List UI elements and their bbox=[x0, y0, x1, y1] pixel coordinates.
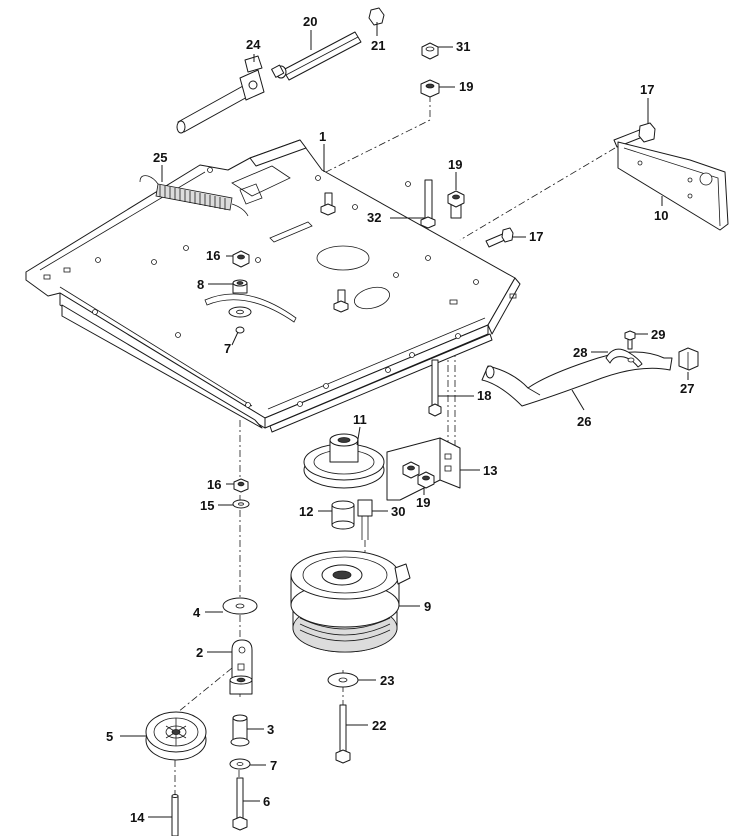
callout-16: 16 bbox=[207, 477, 221, 492]
part-5-idler-pulley bbox=[145, 711, 207, 761]
part-3-bushing bbox=[230, 714, 250, 747]
part-18-bolt bbox=[428, 359, 442, 417]
part-27-cap bbox=[678, 347, 699, 371]
callout-16: 16 bbox=[206, 248, 220, 263]
callout-25: 25 bbox=[153, 150, 167, 165]
part-28-clamp bbox=[605, 348, 643, 368]
callout-1: 1 bbox=[319, 129, 326, 144]
callout-22: 22 bbox=[372, 718, 386, 733]
callout-7: 7 bbox=[224, 341, 231, 356]
part-7-washer-lower bbox=[229, 758, 251, 770]
leader-lines bbox=[120, 22, 689, 818]
callout-24: 24 bbox=[246, 37, 261, 52]
callout-32: 32 bbox=[367, 210, 381, 225]
callout-21: 21 bbox=[371, 38, 385, 53]
callout-17: 17 bbox=[529, 229, 543, 244]
part-8-spacer bbox=[232, 279, 248, 294]
callout-28: 28 bbox=[573, 345, 587, 360]
part-25-spring bbox=[139, 175, 249, 217]
part-29-screw bbox=[624, 330, 636, 350]
callout-8: 8 bbox=[197, 277, 204, 292]
callout-29: 29 bbox=[651, 327, 665, 342]
callout-5: 5 bbox=[106, 729, 113, 744]
callout-11: 11 bbox=[353, 412, 367, 427]
part-24-lever bbox=[176, 55, 265, 134]
callout-4: 4 bbox=[193, 605, 201, 620]
part-12-bushing bbox=[331, 500, 355, 530]
part-9-clutch bbox=[290, 550, 411, 653]
callout-17: 17 bbox=[640, 82, 654, 97]
part-26-hose bbox=[481, 351, 673, 407]
callout-20: 20 bbox=[303, 14, 317, 29]
callout-30: 30 bbox=[391, 504, 405, 519]
part-17-bolt-mid bbox=[485, 227, 514, 248]
callout-27: 27 bbox=[680, 381, 694, 396]
part-19-nuts-lower bbox=[402, 461, 435, 489]
callout-31: 31 bbox=[456, 39, 470, 54]
callout-7: 7 bbox=[270, 758, 277, 773]
callout-15: 15 bbox=[200, 498, 214, 513]
callout-6: 6 bbox=[263, 794, 270, 809]
part-4-washer bbox=[222, 597, 258, 615]
part-6-bolt bbox=[232, 777, 248, 831]
callout-23: 23 bbox=[380, 673, 394, 688]
part-1-mounting-plate bbox=[25, 139, 521, 433]
callout-18: 18 bbox=[477, 388, 491, 403]
callout-12: 12 bbox=[299, 504, 313, 519]
callout-3: 3 bbox=[267, 722, 274, 737]
callout-2: 2 bbox=[196, 645, 203, 660]
part-22-bolt bbox=[335, 704, 351, 764]
part-16-nut-lower bbox=[233, 478, 249, 493]
callout-19: 19 bbox=[459, 79, 473, 94]
callout-labels: 20 21 24 31 19 17 1 25 19 32 10 17 16 8 … bbox=[106, 14, 694, 825]
callout-19: 19 bbox=[416, 495, 430, 510]
part-15-washer bbox=[232, 499, 250, 509]
callout-19: 19 bbox=[448, 157, 462, 172]
callout-26: 26 bbox=[577, 414, 591, 429]
callout-14: 14 bbox=[130, 810, 145, 825]
callout-13: 13 bbox=[483, 463, 497, 478]
part-30-connector bbox=[357, 499, 373, 540]
callout-9: 9 bbox=[424, 599, 431, 614]
part-7-washer-upper bbox=[228, 306, 252, 334]
part-31-nut bbox=[421, 42, 439, 60]
part-19-nut-plate bbox=[447, 190, 465, 219]
part-10-bracket bbox=[617, 141, 729, 231]
part-14-stud bbox=[171, 794, 179, 836]
part-23-washer bbox=[327, 672, 359, 688]
part-11-pulley bbox=[303, 433, 385, 489]
callout-10: 10 bbox=[654, 208, 668, 223]
part-2-idler-arm bbox=[229, 639, 253, 695]
part-16-nut-upper bbox=[232, 250, 250, 268]
part-19-nut-top bbox=[420, 79, 440, 98]
part-20-shaft bbox=[271, 7, 385, 81]
